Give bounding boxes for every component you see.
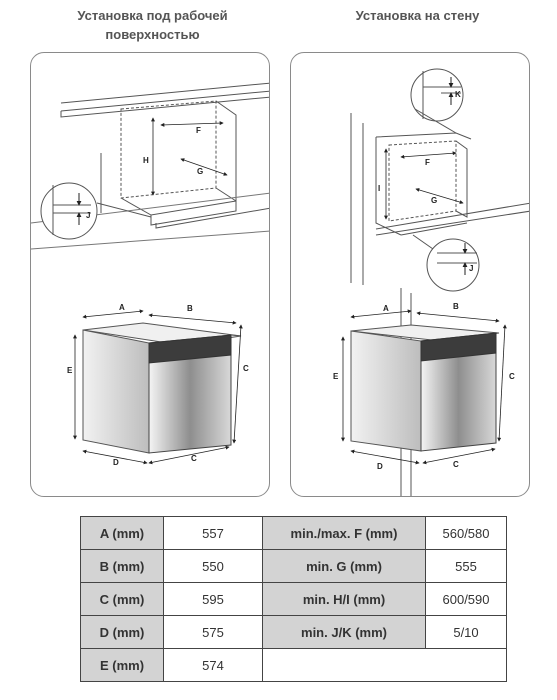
label-C: C	[243, 364, 249, 373]
row-label: A (mm)	[80, 516, 164, 550]
detail-magnifier-j	[40, 182, 152, 240]
label-D: D	[377, 462, 383, 471]
oven-unit	[350, 324, 500, 452]
heading-wall-mount: Установка на стену	[355, 8, 480, 23]
dimensions-table: A (mm) 557 min./max. F (mm) 560/580 B (m…	[80, 516, 507, 682]
label-I: I	[378, 184, 380, 193]
detail-magnifier-k	[410, 68, 464, 134]
row-value: 555	[425, 549, 507, 583]
label-J: J	[86, 211, 90, 220]
label-C-bottom: C	[191, 454, 197, 463]
label-F: F	[425, 158, 430, 167]
heading-under-counter: Установка под рабочей поверхностью	[77, 8, 228, 42]
label-B: B	[453, 302, 459, 311]
label-E: E	[333, 372, 339, 381]
row-label: min. J/K (mm)	[262, 615, 426, 649]
detail-magnifier-j	[412, 234, 480, 292]
table-row: D (mm) 575 min. J/K (mm) 5/10	[80, 615, 507, 649]
label-G: G	[431, 196, 437, 205]
dimension-lines-fgh	[151, 117, 228, 196]
row-value: 575	[163, 615, 263, 649]
label-A: A	[383, 304, 389, 313]
row-label: min./max. F (mm)	[262, 516, 426, 550]
label-A: A	[119, 303, 125, 312]
label-H: H	[143, 156, 149, 165]
table-row: E (mm) 574	[80, 648, 507, 682]
table-row: B (mm) 550 min. G (mm) 555	[80, 549, 507, 583]
dimension-lines-fgi	[384, 148, 464, 220]
row-value: 557	[163, 516, 263, 550]
label-B: B	[187, 304, 193, 313]
label-D: D	[113, 458, 119, 467]
row-label: B (mm)	[80, 549, 164, 583]
oven-unit	[82, 322, 242, 454]
table-row: C (mm) 595 min. H/I (mm) 600/590	[80, 582, 507, 616]
row-label: C (mm)	[80, 582, 164, 616]
row-value: 550	[163, 549, 263, 583]
label-J: J	[469, 264, 473, 273]
table-row: A (mm) 557 min./max. F (mm) 560/580	[80, 516, 507, 550]
label-C: C	[509, 372, 515, 381]
label-F: F	[196, 126, 201, 135]
label-K: K	[455, 90, 461, 99]
row-label: D (mm)	[80, 615, 164, 649]
row-label: min. H/I (mm)	[262, 582, 426, 616]
dimension-lines-abcde	[341, 309, 507, 465]
label-E: E	[67, 366, 73, 375]
row-label: E (mm)	[80, 648, 164, 682]
row-value: 595	[163, 582, 263, 616]
label-C-bottom: C	[453, 460, 459, 469]
dimension-lines-abcde	[73, 309, 243, 465]
under-counter-diagram: F G H J A B	[31, 82, 269, 467]
row-value: 574	[163, 648, 263, 682]
row-value: 5/10	[425, 615, 507, 649]
label-G: G	[197, 167, 203, 176]
wall-mount-diagram: F G I K J	[333, 68, 529, 496]
row-label: min. G (mm)	[262, 549, 426, 583]
under-counter-panel: F G H J A B	[30, 52, 270, 497]
row-value: 560/580	[425, 516, 507, 550]
empty-cell	[262, 648, 507, 682]
wall-mount-panel: F G I K J	[290, 52, 530, 497]
row-value: 600/590	[425, 582, 507, 616]
